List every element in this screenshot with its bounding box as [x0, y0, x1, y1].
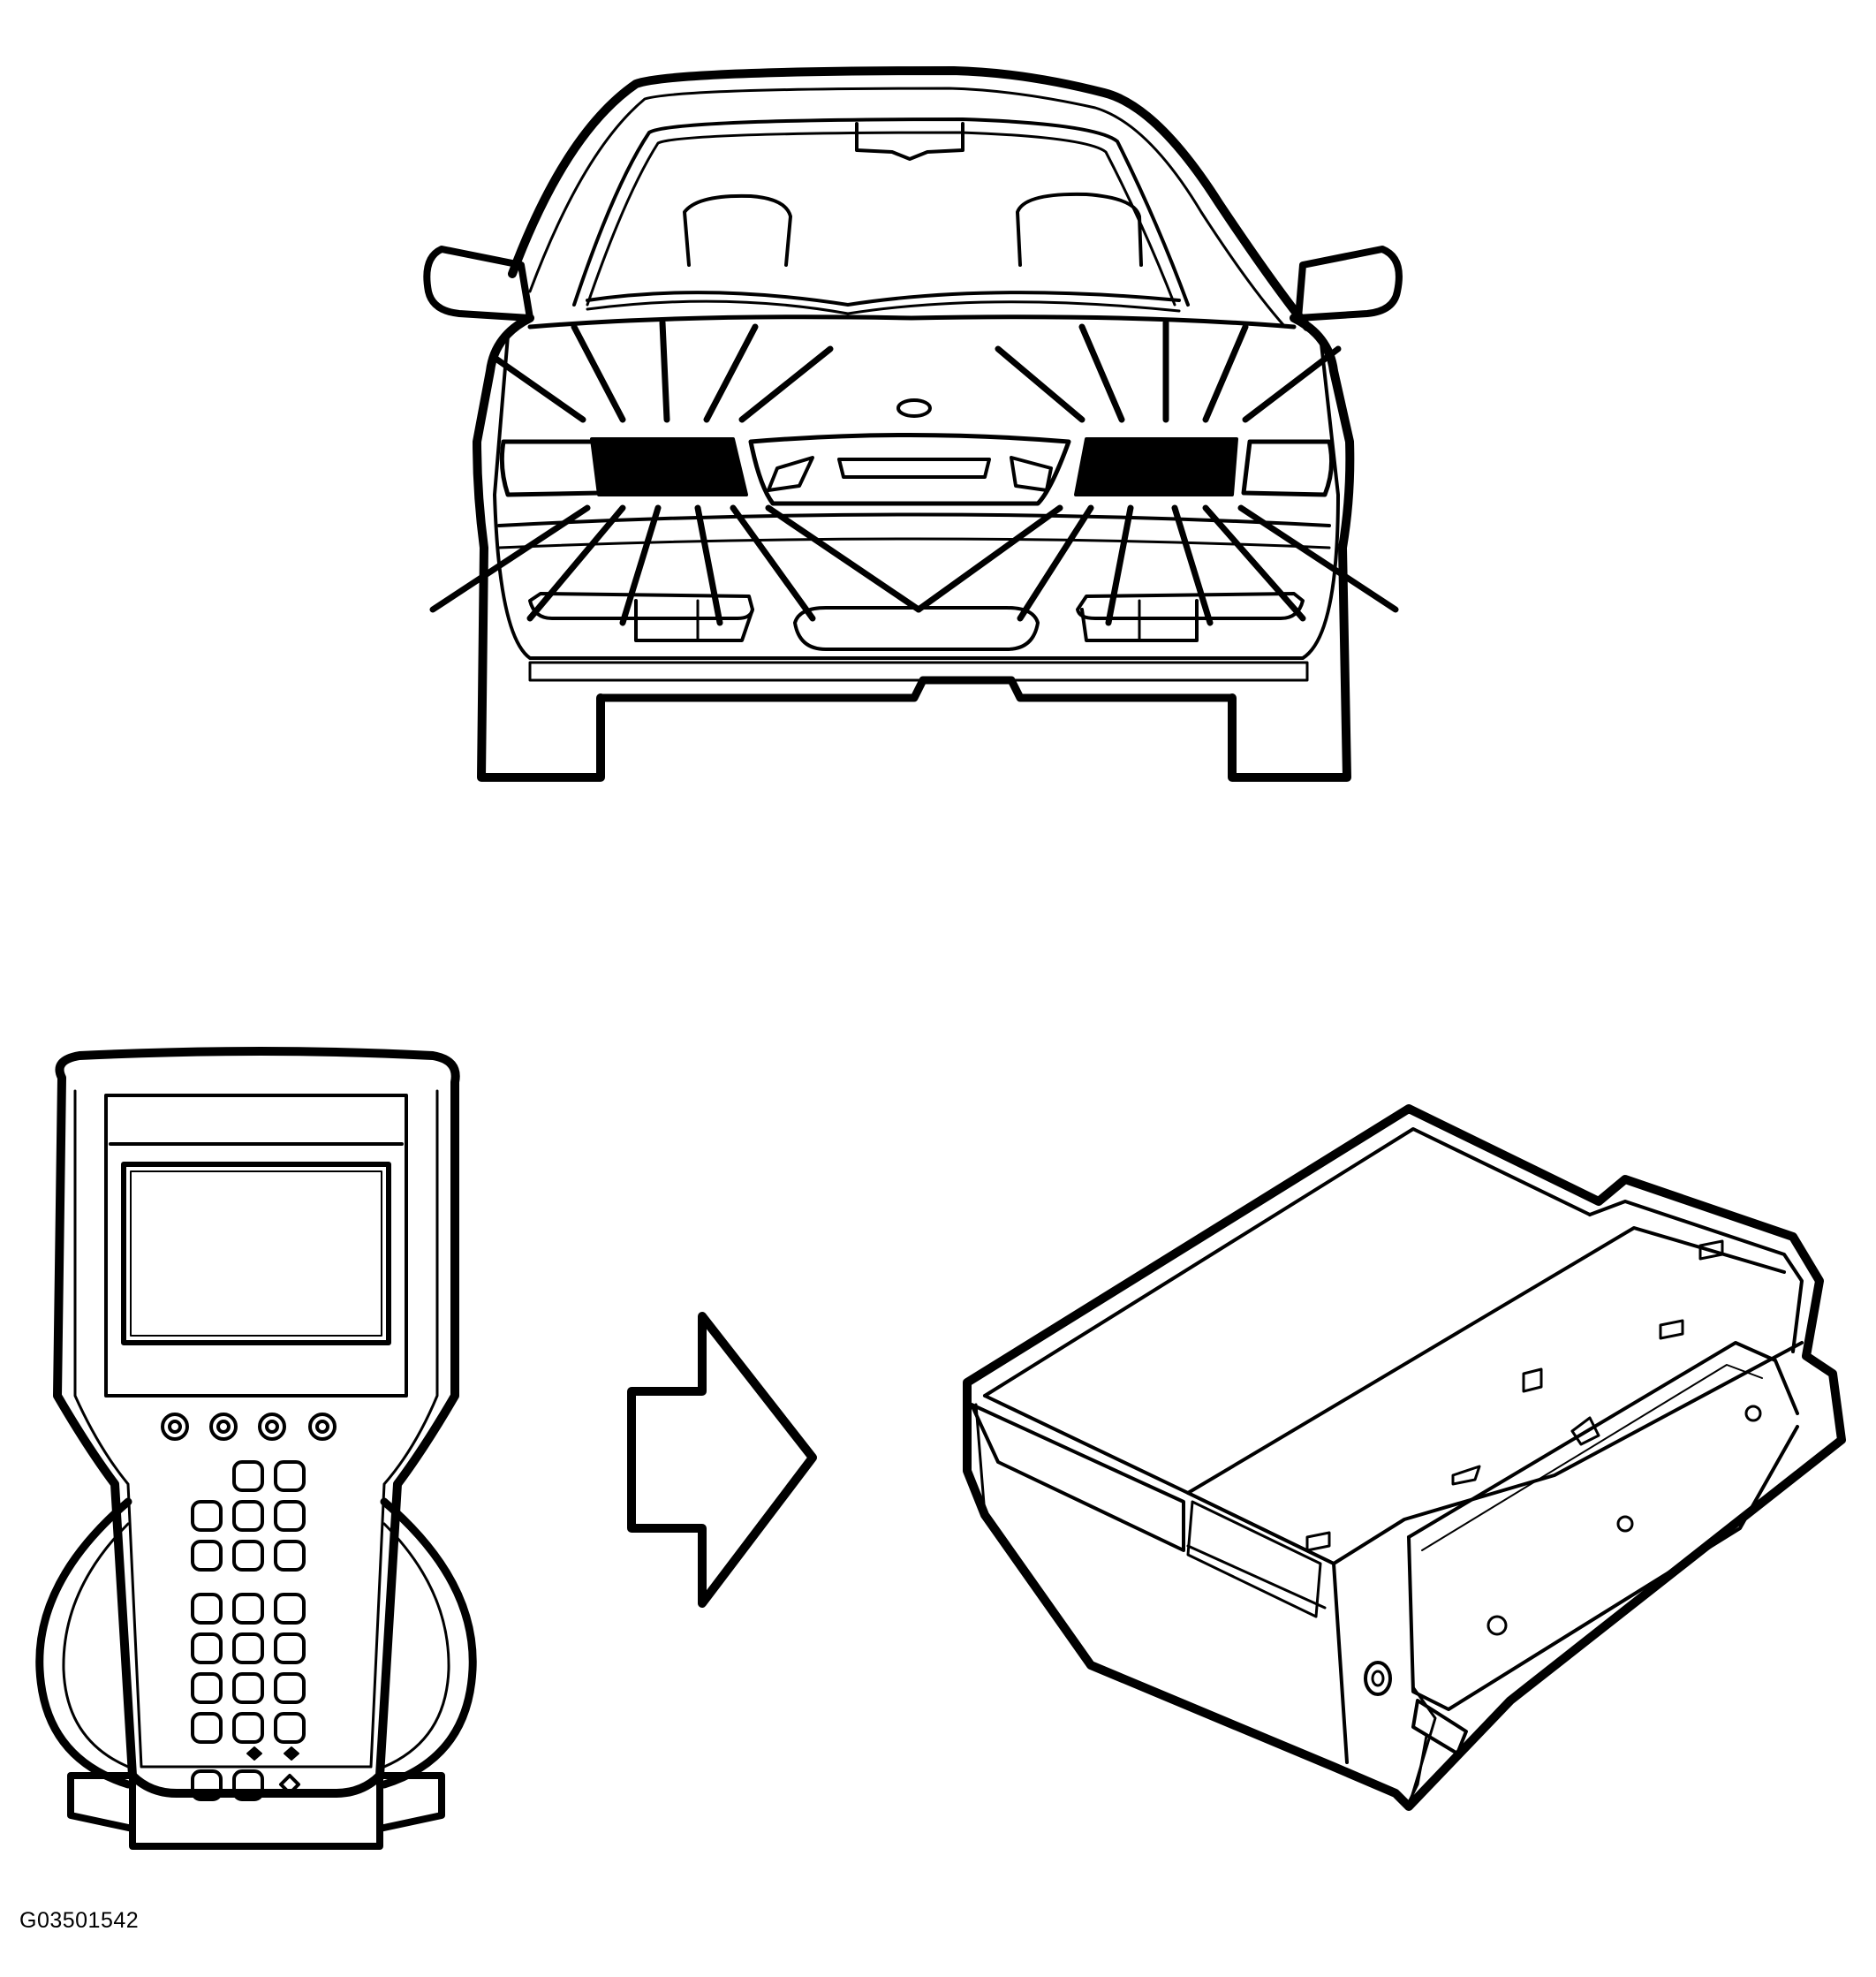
direction-arrow	[627, 1312, 817, 1608]
figure-id-label: G03501542	[19, 1908, 140, 1933]
vehicle-front-view	[423, 66, 1403, 782]
scan-tool	[35, 1047, 477, 1850]
control-module	[963, 1104, 1846, 1811]
